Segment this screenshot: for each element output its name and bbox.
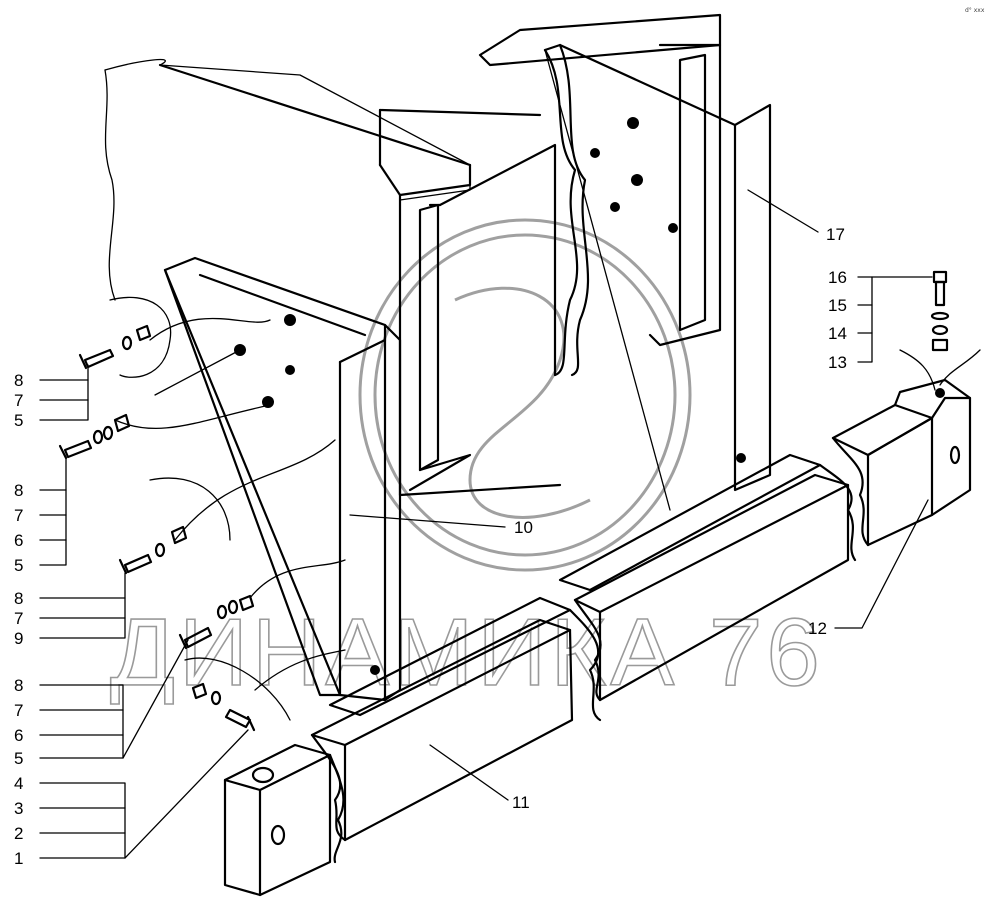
callout-d-3: 6 bbox=[14, 726, 23, 745]
callout-a-1: 8 bbox=[14, 371, 23, 390]
watermark-logo bbox=[358, 218, 692, 572]
callout-labels: 8 7 5 8 7 6 5 8 7 9 8 7 6 5 4 3 2 1 16 1… bbox=[14, 225, 847, 868]
callout-right-1: 16 bbox=[828, 268, 847, 287]
callout-a-2: 7 bbox=[14, 391, 23, 410]
callout-b-4: 5 bbox=[14, 556, 23, 575]
fastener-set-e bbox=[191, 682, 256, 732]
end-block-left bbox=[223, 743, 345, 897]
callout-d-1: 8 bbox=[14, 676, 23, 695]
callout-c-2: 7 bbox=[14, 609, 23, 628]
callout-right-3: 14 bbox=[828, 324, 847, 343]
callout-right-4: 13 bbox=[828, 353, 847, 372]
callout-d-4: 5 bbox=[14, 749, 23, 768]
end-block-right bbox=[831, 378, 972, 547]
callout-e-3: 2 bbox=[14, 824, 23, 843]
callout-right-2: 15 bbox=[828, 296, 847, 315]
beam-12 bbox=[558, 453, 857, 702]
assembly-lines bbox=[109, 49, 981, 721]
callout-a-3: 5 bbox=[14, 411, 23, 430]
frame-body bbox=[104, 58, 562, 497]
fastener-set-b bbox=[58, 413, 131, 460]
callout-part-11: 11 bbox=[512, 793, 530, 812]
fastener-set-a bbox=[78, 324, 152, 370]
upper-mounting-plate bbox=[478, 13, 772, 492]
callout-b-1: 8 bbox=[14, 481, 23, 500]
watermark-text: ДИНАМИКА 76 bbox=[110, 599, 824, 706]
fastener-set-c bbox=[118, 525, 188, 575]
callout-part-17: 17 bbox=[826, 225, 845, 244]
callout-b-2: 7 bbox=[14, 506, 23, 525]
gusset-plate bbox=[163, 256, 402, 702]
callout-c-1: 8 bbox=[14, 589, 23, 608]
callout-c-3: 9 bbox=[14, 629, 23, 648]
callout-part-12: 12 bbox=[808, 619, 827, 638]
beam-11 bbox=[310, 596, 602, 842]
callout-e-2: 3 bbox=[14, 799, 23, 818]
callout-b-3: 6 bbox=[14, 531, 23, 550]
callout-part-10: 10 bbox=[514, 518, 533, 537]
callout-e-1: 4 bbox=[14, 774, 23, 793]
corner-mark: d° xxx bbox=[965, 7, 985, 14]
callout-e-4: 1 bbox=[14, 849, 23, 868]
fastener-set-right bbox=[930, 270, 950, 352]
callout-d-2: 7 bbox=[14, 701, 23, 720]
leader-lines bbox=[39, 189, 933, 859]
